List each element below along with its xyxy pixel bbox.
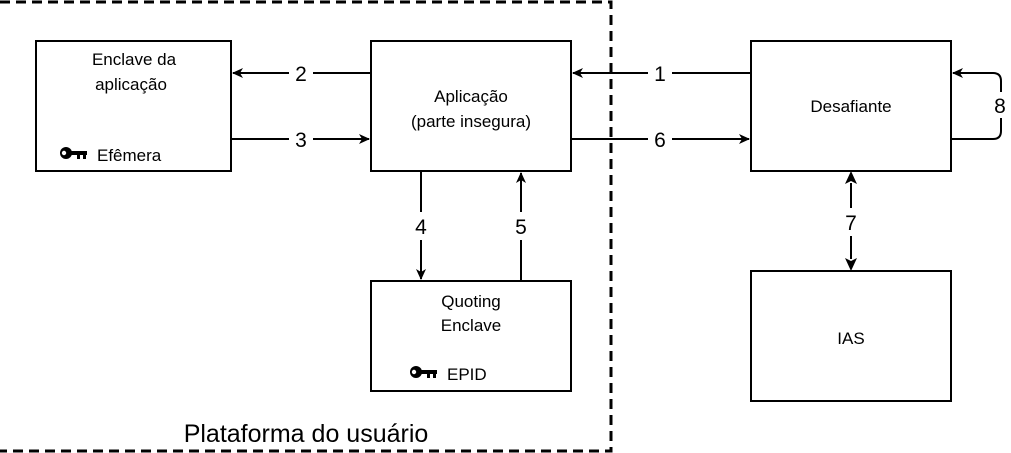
arrow-step-6: 6 — [571, 126, 750, 152]
application-title-line1: Aplicação — [434, 87, 508, 106]
ias-label: IAS — [837, 329, 864, 348]
arrow-step-7: 7 — [839, 171, 863, 271]
step-8-label: 8 — [994, 95, 1006, 118]
quoting-enclave-title-line2: Enclave — [441, 316, 501, 335]
application-box: Aplicação (parte insegura) — [370, 40, 572, 172]
epid-key-label: EPID — [447, 365, 487, 384]
step-4-label: 4 — [415, 216, 427, 239]
step-1-label: 1 — [654, 63, 666, 86]
ias-box: IAS — [750, 270, 952, 402]
challenger-label: Desafiante — [810, 97, 891, 116]
step-5-label: 5 — [515, 216, 527, 239]
application-enclave-title-line2: aplicação — [95, 75, 167, 94]
step-2-label: 2 — [295, 63, 307, 86]
application-enclave-title-line1: Enclave da — [92, 50, 177, 69]
application-title-line2: (parte insegura) — [411, 112, 531, 131]
step-6-label: 6 — [654, 129, 666, 152]
arrow-step-3: 3 — [231, 126, 370, 152]
challenger-box: Desafiante — [750, 40, 952, 172]
arrow-step-2: 2 — [232, 60, 371, 86]
quoting-enclave-box: Quoting Enclave EPID — [370, 280, 572, 392]
quoting-enclave-title-line1: Quoting — [441, 292, 501, 311]
arrow-step-4: 4 — [409, 171, 433, 280]
step-3-label: 3 — [295, 129, 307, 152]
ephemeral-key-label: Efêmera — [97, 146, 162, 165]
application-enclave-box: Enclave da aplicação Efêmera — [35, 40, 232, 172]
arrow-step-5: 5 — [509, 172, 533, 281]
arrow-step-8: 8 — [951, 68, 1011, 140]
arrow-step-1: 1 — [572, 60, 751, 86]
user-platform-boundary — [0, 0, 613, 453]
platform-label: Plataforma do usuário — [184, 420, 429, 448]
step-7-label: 7 — [845, 212, 857, 235]
